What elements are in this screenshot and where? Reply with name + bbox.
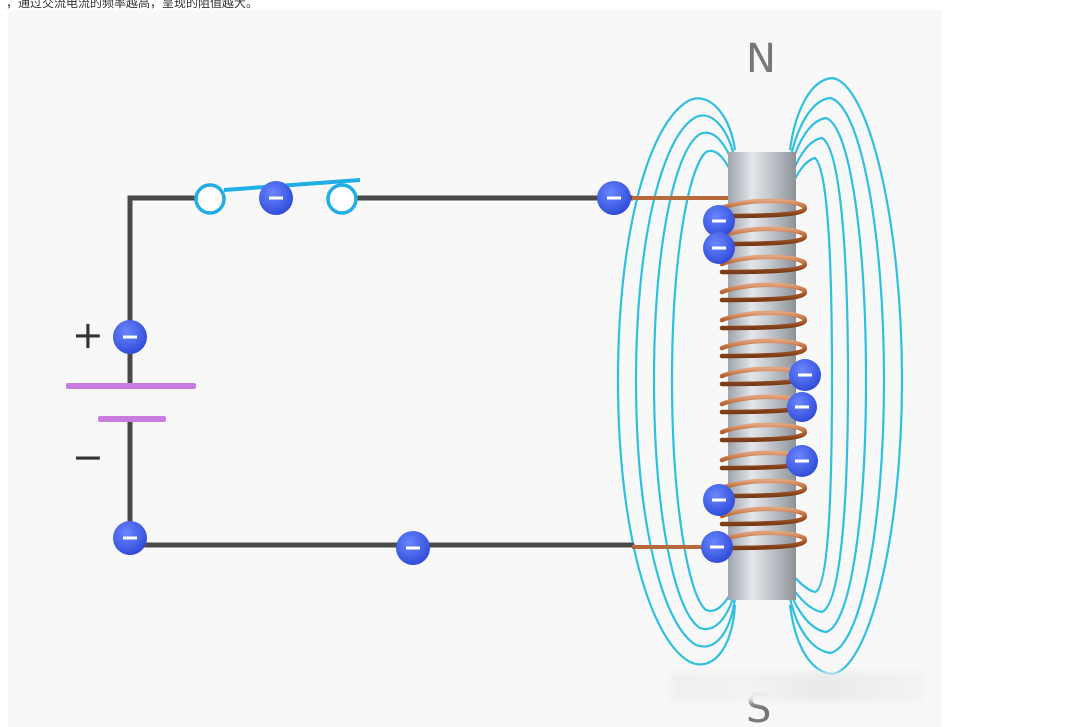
circuit-wires (127, 195, 635, 548)
battery-minus-label: − (72, 435, 104, 479)
field-line-right-3 (788, 116, 868, 634)
switch-arm (223, 178, 361, 192)
field-line-left-4 (670, 149, 737, 612)
wire-top-left (127, 195, 199, 388)
electron-icon (597, 181, 631, 215)
electron-icon (113, 320, 147, 354)
battery-plus-label: + (72, 313, 104, 357)
electron-icon (703, 484, 735, 516)
battery-plate-short (98, 416, 166, 422)
field-line-left-1 (616, 97, 737, 666)
electron-icon (259, 181, 293, 215)
electron-icon (789, 359, 821, 391)
north-pole-label: N (746, 36, 776, 82)
field-line-left-3 (652, 131, 737, 631)
watermark-mask (670, 672, 925, 702)
field-line-right-4 (788, 136, 850, 614)
electron-icon (786, 445, 818, 477)
battery-plate-long (66, 383, 196, 389)
field-line-left-2 (634, 114, 737, 648)
magnetic-field-icon (616, 76, 904, 676)
electron-icon (787, 392, 817, 422)
field-line-right-5 (788, 156, 834, 594)
caption-strip: ，通过交流电流的频率越高，呈现的阻值越大。 (0, 0, 1089, 10)
coil-icon (719, 198, 807, 551)
electron-icon (396, 531, 430, 565)
electron-icon (703, 205, 735, 237)
electron-icon (113, 521, 147, 555)
field-line-right-2 (788, 96, 886, 655)
switch-icon[interactable] (194, 178, 361, 215)
caption-text: ，通过交流电流的频率越高，呈现的阻值越大。 (6, 0, 259, 10)
switch-terminal-right (326, 183, 358, 215)
switch-terminal-left (194, 183, 226, 215)
battery-icon (66, 383, 196, 422)
electron-icon (703, 232, 735, 264)
electron-icon (701, 531, 733, 563)
wire-left-bottom (127, 417, 635, 548)
electrons (113, 181, 821, 565)
